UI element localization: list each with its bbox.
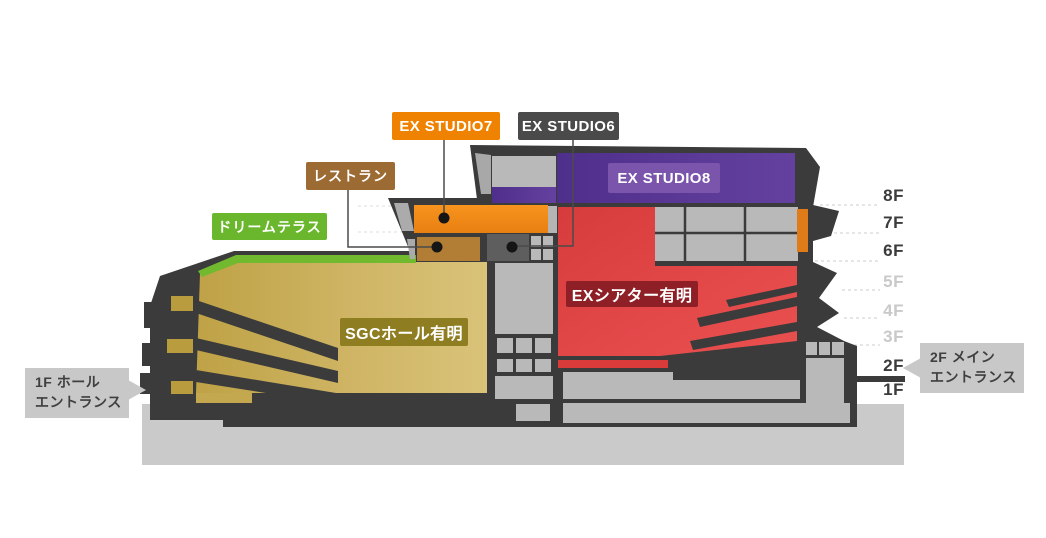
callout-2f-line1: 2F メイン [930, 349, 996, 366]
label-dream-terrace[interactable]: ドリームテラス [212, 213, 327, 240]
leader-dots [431, 212, 518, 253]
first-floor-slab [563, 403, 850, 423]
restaurant-side-wall-face [407, 239, 415, 259]
hall-balcony-opening-3 [171, 381, 193, 394]
dream-terrace-region [198, 255, 416, 277]
label-ex-theater[interactable]: EXシアター有明 [566, 281, 698, 307]
roof-left-rooms [492, 156, 556, 187]
restaurant-region [417, 237, 480, 261]
mid-column-rooms [495, 263, 553, 334]
leader-lines [347, 140, 574, 248]
callout-2f-main-entrance: 2F メイン エントランス [920, 343, 1024, 393]
sgc-hall-floor-strip [196, 393, 252, 403]
label-ex-studio7[interactable]: EX STUDIO7 [392, 112, 500, 140]
hall-wall-bump-1 [144, 302, 154, 328]
upper-right-room-lines [655, 207, 798, 261]
callout-1f-arrow [128, 380, 146, 400]
second-floor-deck-line [845, 376, 905, 382]
mid-column-small-rooms [495, 338, 553, 421]
hall-seating-tier-1 [196, 300, 338, 361]
callout-1f-line1: 1F ホール [35, 374, 101, 391]
theater-lower-strip [558, 360, 668, 368]
callout-1f-line2: エントランス [35, 394, 122, 410]
hall-balcony-opening-1 [171, 296, 193, 311]
studio6-side-room-lines [531, 236, 553, 260]
floor-label-5f: 5F [883, 272, 904, 291]
theater-seating-tiers [690, 285, 797, 350]
ex-studio8-left-strip [492, 187, 556, 203]
right-edge-stair [797, 209, 808, 252]
callout-2f-arrow [903, 358, 921, 378]
studio7-side-wall-face [394, 203, 414, 231]
label-ex-studio6[interactable]: EX STUDIO6 [518, 112, 619, 140]
floor-label-4f: 4F [883, 301, 904, 320]
hall-seating-tier-3 [196, 370, 342, 405]
floor-label-6f: 6F [883, 241, 904, 260]
callout-2f-line2: エントランス [930, 369, 1017, 385]
ex-studio7-region [414, 205, 548, 233]
callout-1f-hall-entrance: 1F ホール エントランス [25, 368, 129, 418]
floor-label-3f: 3F [883, 327, 904, 346]
floor-label-7f: 7F [883, 213, 904, 232]
hall-seating-tier-2 [196, 338, 338, 383]
label-sgc-hall[interactable]: SGCホール有明 [340, 318, 468, 346]
floor-label-1f: 1F [883, 380, 904, 399]
hall-balcony-opening-2 [167, 339, 193, 353]
floor-label-8f: 8F [883, 186, 904, 205]
label-ex-studio8[interactable]: EX STUDIO8 [608, 163, 720, 193]
floor-label-2f: 2F [883, 356, 904, 375]
studio7-right-post [548, 206, 557, 233]
hall-wall-bump-2 [142, 343, 154, 366]
roof-sloped-face [475, 153, 491, 194]
second-floor-slab [563, 372, 800, 399]
right-wall-rooms [806, 342, 844, 415]
label-restaurant[interactable]: レストラン [306, 162, 395, 190]
